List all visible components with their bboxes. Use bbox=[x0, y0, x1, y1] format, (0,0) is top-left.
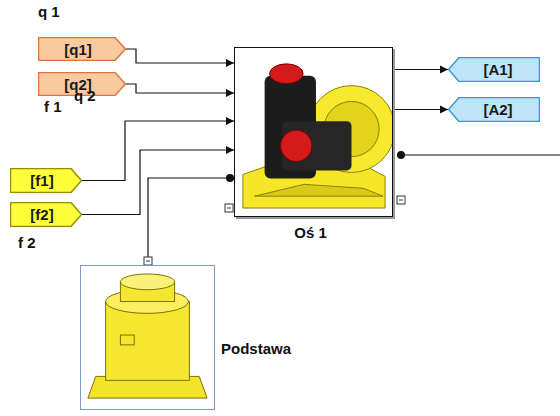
line-path bbox=[393, 109, 448, 110]
signal-name: q 1 bbox=[38, 3, 60, 20]
tag-label: [f1] bbox=[10, 172, 82, 189]
line-path bbox=[148, 178, 230, 265]
signal-name: f 2 bbox=[18, 234, 36, 251]
signal-line bbox=[126, 84, 234, 97]
signal-line bbox=[126, 49, 234, 67]
from-tag: [f1] bbox=[10, 168, 82, 193]
tag-shape bbox=[11, 203, 82, 227]
subsystem-block: Oś 1 bbox=[234, 47, 393, 217]
arrowhead bbox=[440, 106, 448, 114]
arrowhead bbox=[440, 66, 448, 74]
signal-line bbox=[148, 174, 234, 265]
signal-name: q 2 bbox=[74, 87, 96, 104]
port-dot bbox=[226, 174, 234, 182]
line-path bbox=[126, 84, 234, 93]
line-path bbox=[393, 69, 448, 70]
block-name: Oś 1 bbox=[294, 224, 327, 241]
port-icon bbox=[397, 196, 405, 204]
tag-shape bbox=[11, 169, 82, 193]
signal-line bbox=[82, 117, 234, 181]
line-path bbox=[82, 150, 234, 215]
from-tag: [q1] bbox=[38, 37, 126, 61]
axis-illustration bbox=[235, 48, 392, 216]
line-path bbox=[82, 121, 234, 181]
arrowhead bbox=[226, 146, 234, 154]
tag-label: [A2] bbox=[448, 101, 540, 118]
arrowhead bbox=[226, 89, 234, 97]
signal-name: f 1 bbox=[44, 98, 62, 115]
tag-shape bbox=[449, 58, 540, 82]
arrowhead bbox=[226, 59, 234, 67]
base-illustration bbox=[81, 266, 214, 409]
goto-tag: [A2] bbox=[448, 97, 540, 122]
port-icon bbox=[144, 257, 152, 265]
port-icon bbox=[225, 204, 233, 212]
tag-shape bbox=[39, 38, 126, 61]
output-wire bbox=[401, 154, 560, 155]
tag-label: [q1] bbox=[38, 41, 126, 58]
signal-line bbox=[393, 66, 448, 74]
port-icon bbox=[399, 200, 403, 201]
subsystem-block: Podstawa bbox=[80, 265, 215, 410]
block-name: Podstawa bbox=[221, 340, 291, 357]
arrowhead bbox=[226, 117, 234, 125]
tag-label: [f2] bbox=[10, 206, 82, 223]
port-icon bbox=[146, 261, 150, 262]
signal-line bbox=[393, 106, 448, 114]
tag-shape bbox=[449, 98, 540, 122]
line-path bbox=[126, 49, 234, 63]
port-icon bbox=[227, 208, 231, 209]
port-dot bbox=[397, 151, 405, 159]
from-tag: [f2] bbox=[10, 202, 82, 227]
tag-label: [A1] bbox=[448, 61, 540, 78]
signal-line bbox=[82, 146, 234, 215]
goto-tag: [A1] bbox=[448, 57, 540, 82]
